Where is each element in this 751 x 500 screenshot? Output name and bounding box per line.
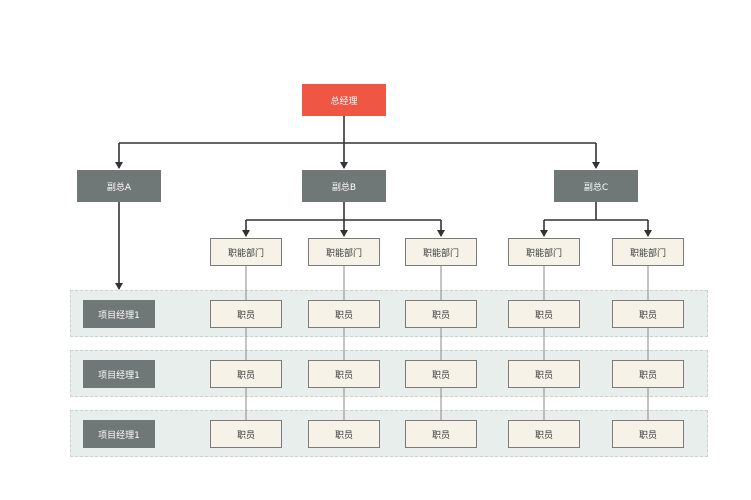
- project-manager-node-1[interactable]: 项目经理1: [83, 300, 155, 328]
- staff-node-r2-c3[interactable]: 职员: [405, 360, 477, 388]
- vp-b-node[interactable]: 副总B: [302, 170, 386, 202]
- staff-node-r2-c1[interactable]: 职员: [210, 360, 282, 388]
- staff-node-r1-c3[interactable]: 职员: [405, 300, 477, 328]
- ceo-node[interactable]: 总经理: [302, 84, 386, 116]
- dept-node-5[interactable]: 职能部门: [612, 238, 684, 266]
- staff-node-r1-c4[interactable]: 职员: [508, 300, 580, 328]
- vp-a-node[interactable]: 副总A: [77, 170, 161, 202]
- staff-node-r3-c2[interactable]: 职员: [308, 420, 380, 448]
- row-band-3: [70, 410, 708, 457]
- row-band-2: [70, 350, 708, 397]
- dept-node-4[interactable]: 职能部门: [508, 238, 580, 266]
- staff-node-r1-c5[interactable]: 职员: [612, 300, 684, 328]
- dept-node-1[interactable]: 职能部门: [210, 238, 282, 266]
- dept-node-2[interactable]: 职能部门: [308, 238, 380, 266]
- row-band-1: [70, 290, 708, 337]
- staff-node-r3-c3[interactable]: 职员: [405, 420, 477, 448]
- staff-node-r1-c2[interactable]: 职员: [308, 300, 380, 328]
- staff-node-r2-c2[interactable]: 职员: [308, 360, 380, 388]
- dept-node-3[interactable]: 职能部门: [405, 238, 477, 266]
- staff-node-r3-c5[interactable]: 职员: [612, 420, 684, 448]
- staff-node-r3-c1[interactable]: 职员: [210, 420, 282, 448]
- staff-node-r1-c1[interactable]: 职员: [210, 300, 282, 328]
- project-manager-node-2[interactable]: 项目经理1: [83, 360, 155, 388]
- staff-node-r3-c4[interactable]: 职员: [508, 420, 580, 448]
- staff-node-r2-c5[interactable]: 职员: [612, 360, 684, 388]
- vp-c-node[interactable]: 副总C: [554, 170, 638, 202]
- project-manager-node-3[interactable]: 项目经理1: [83, 420, 155, 448]
- staff-node-r2-c4[interactable]: 职员: [508, 360, 580, 388]
